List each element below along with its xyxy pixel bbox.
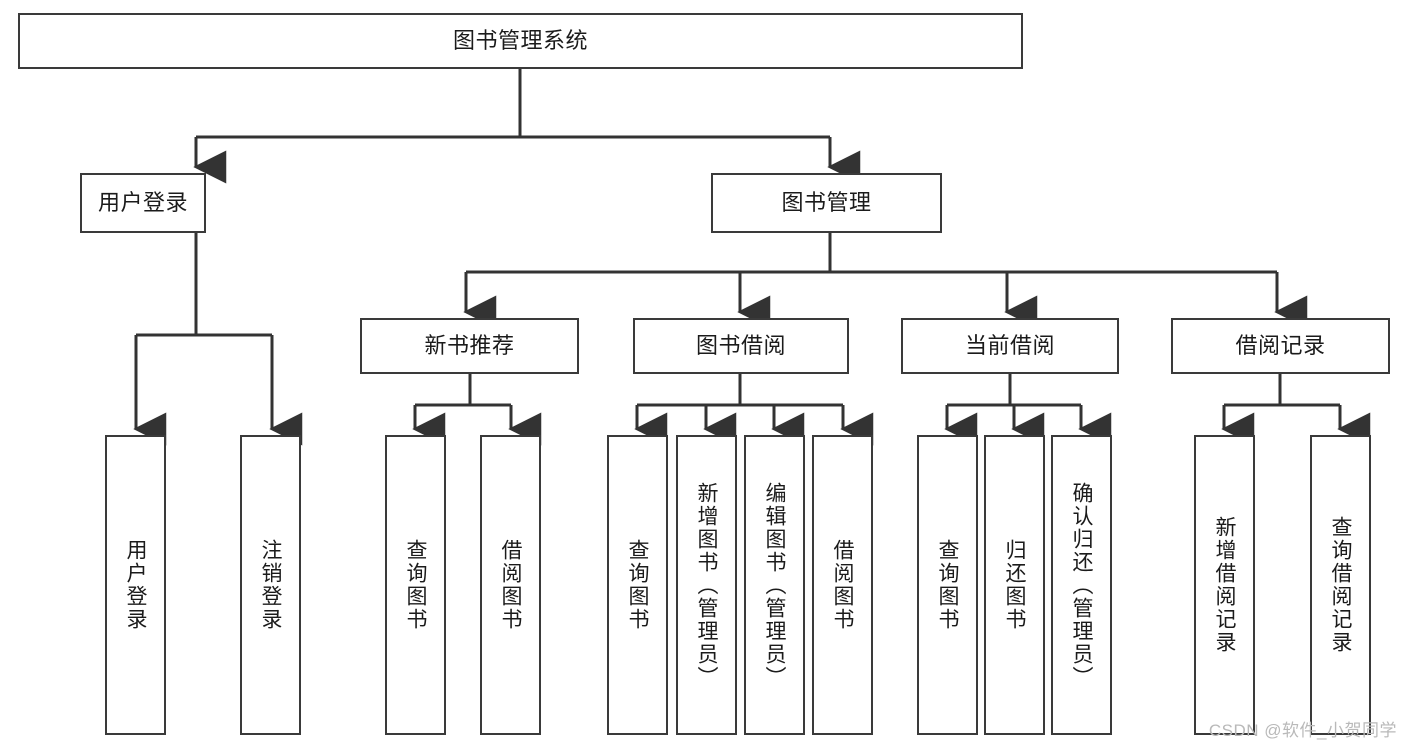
leaf-query-borrow-record-label: 查询借阅记录 [1329, 516, 1352, 654]
leaf-query-borrow-record[interactable]: 查询借阅记录 [1310, 435, 1371, 735]
node-current-borrow-label: 当前借阅 [964, 332, 1055, 358]
node-user-login[interactable]: 用户登录 [80, 173, 206, 233]
node-new-book-recommend[interactable]: 新书推荐 [360, 318, 579, 374]
leaf-edit-book-admin[interactable]: 编辑图书（管理员） [744, 435, 805, 735]
leaf-confirm-return-admin-label: 确认归还（管理员） [1070, 481, 1093, 689]
leaf-add-borrow-record-label: 新增借阅记录 [1213, 516, 1236, 654]
node-book-management[interactable]: 图书管理 [711, 173, 942, 233]
leaf-query-book-new[interactable]: 查询图书 [385, 435, 446, 735]
leaf-edit-book-admin-label: 编辑图书（管理员） [763, 481, 786, 689]
leaf-borrow-book-new[interactable]: 借阅图书 [480, 435, 541, 735]
node-current-borrow[interactable]: 当前借阅 [901, 318, 1119, 374]
leaf-borrow-book[interactable]: 借阅图书 [812, 435, 873, 735]
node-root-label: 图书管理系统 [452, 27, 588, 53]
leaf-borrow-book-label: 借阅图书 [831, 539, 854, 631]
leaf-query-book-new-label: 查询图书 [404, 539, 427, 631]
watermark: CSDN @软件_小贺同学 [1208, 721, 1397, 740]
leaf-add-book-admin-label: 新增图书（管理员） [695, 481, 718, 689]
leaf-query-book-borrow-label: 查询图书 [626, 539, 649, 631]
leaf-add-book-admin[interactable]: 新增图书（管理员） [676, 435, 737, 735]
node-borrow-record[interactable]: 借阅记录 [1171, 318, 1390, 374]
node-borrow-record-label: 借阅记录 [1235, 332, 1326, 358]
node-user-login-label: 用户登录 [97, 189, 188, 215]
leaf-query-book-current[interactable]: 查询图书 [917, 435, 978, 735]
leaf-query-book-borrow[interactable]: 查询图书 [607, 435, 668, 735]
node-root[interactable]: 图书管理系统 [18, 13, 1023, 69]
leaf-logout[interactable]: 注销登录 [240, 435, 301, 735]
node-new-book-recommend-label: 新书推荐 [424, 332, 515, 358]
leaf-user-login-label: 用户登录 [124, 539, 147, 631]
leaf-borrow-book-new-label: 借阅图书 [499, 539, 522, 631]
leaf-return-book-label: 归还图书 [1003, 539, 1026, 631]
leaf-query-book-current-label: 查询图书 [936, 539, 959, 631]
leaf-return-book[interactable]: 归还图书 [984, 435, 1045, 735]
node-book-borrow-label: 图书借阅 [695, 332, 786, 358]
leaf-user-login[interactable]: 用户登录 [105, 435, 166, 735]
node-book-management-label: 图书管理 [781, 189, 872, 215]
leaf-logout-label: 注销登录 [259, 539, 282, 631]
leaf-confirm-return-admin[interactable]: 确认归还（管理员） [1051, 435, 1112, 735]
leaf-add-borrow-record[interactable]: 新增借阅记录 [1194, 435, 1255, 735]
node-book-borrow[interactable]: 图书借阅 [633, 318, 849, 374]
